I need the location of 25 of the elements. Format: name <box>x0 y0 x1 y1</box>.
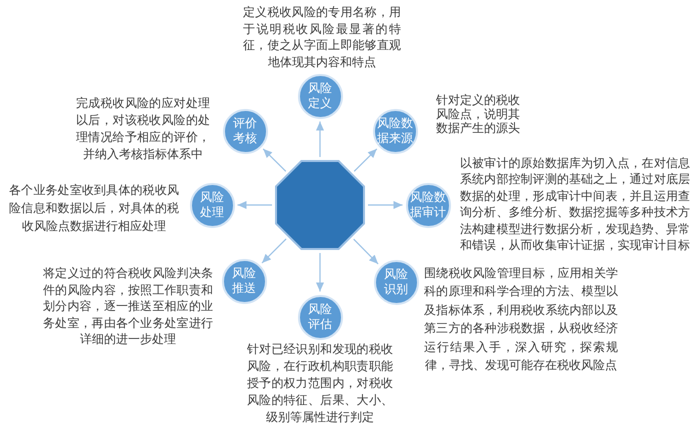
description-text: 针对定义的税收风险点，说明其数据产生的源头 <box>436 93 521 135</box>
arrow <box>316 253 324 292</box>
arrow <box>262 238 287 264</box>
description-text: 各个业务处室收到具体的税收风险信息和数据以后，对具体的税收风险点数据进行相应处理 <box>9 182 179 235</box>
arrow <box>368 201 402 209</box>
circle-node: 风险处理 <box>190 182 234 228</box>
arrow <box>238 201 272 209</box>
circle-node: 风险评估 <box>298 294 342 340</box>
description-text: 完成税收风险的应对处理以后，对该税收风险的处理情况给予相应的评价，并纳入考核指标体系中 <box>76 95 210 163</box>
arrow <box>262 148 286 172</box>
circle-node: 评价考核 <box>222 108 268 154</box>
circle-node: 风险数据审计 <box>406 182 450 228</box>
description-text: 围绕税收风险管理目标，应用相关学科的原理和科学合理的方法、模型以及指标体系，利用税收系统内部以及第三方的各种涉税数据，从税收经济运行结果入手，深入研究，探索规律，寻找、发现可能存在税收风险点 <box>424 265 618 374</box>
octagon <box>275 160 365 250</box>
circle-node: 风险识别 <box>374 260 418 304</box>
description-text: 以被审计的原始数据库为切入点，在对信息系统内部控制评测的基础之上，通过对底层数据的处理，形成审计中间表，并且运用查询分析、多维分析、数据挖掘等多种技术方法构建模型进行数据分析，发现趋势、异常和错误，从而收集审计证据，实现审计目标 <box>460 155 690 254</box>
circle-node: 风险定义 <box>298 74 342 118</box>
arrow <box>353 238 379 264</box>
arrow <box>354 148 378 172</box>
description-text: 将定义过的符合税收风险判决条件的风险内容，按照工作职责和划分内容，逐一推送至相应的业务处室，再由各个业务处室进行详细的进一步处理 <box>43 265 213 348</box>
description-text: 定义税收风险的专用名称，用于说明税收风险最显著的特征，使之从字面上即能够直观地体现其内容和特点 <box>243 4 401 71</box>
arrow <box>316 122 324 157</box>
circle-node: 风险数据来源 <box>372 108 418 154</box>
circle-node: 风险推送 <box>222 258 266 304</box>
description-text: 针对已经识别和发现的税收风险，在行政机构职责职能授予的权力范围内，对税收风险的特征、后果、大小、级别等属性进行判定 <box>247 341 393 426</box>
